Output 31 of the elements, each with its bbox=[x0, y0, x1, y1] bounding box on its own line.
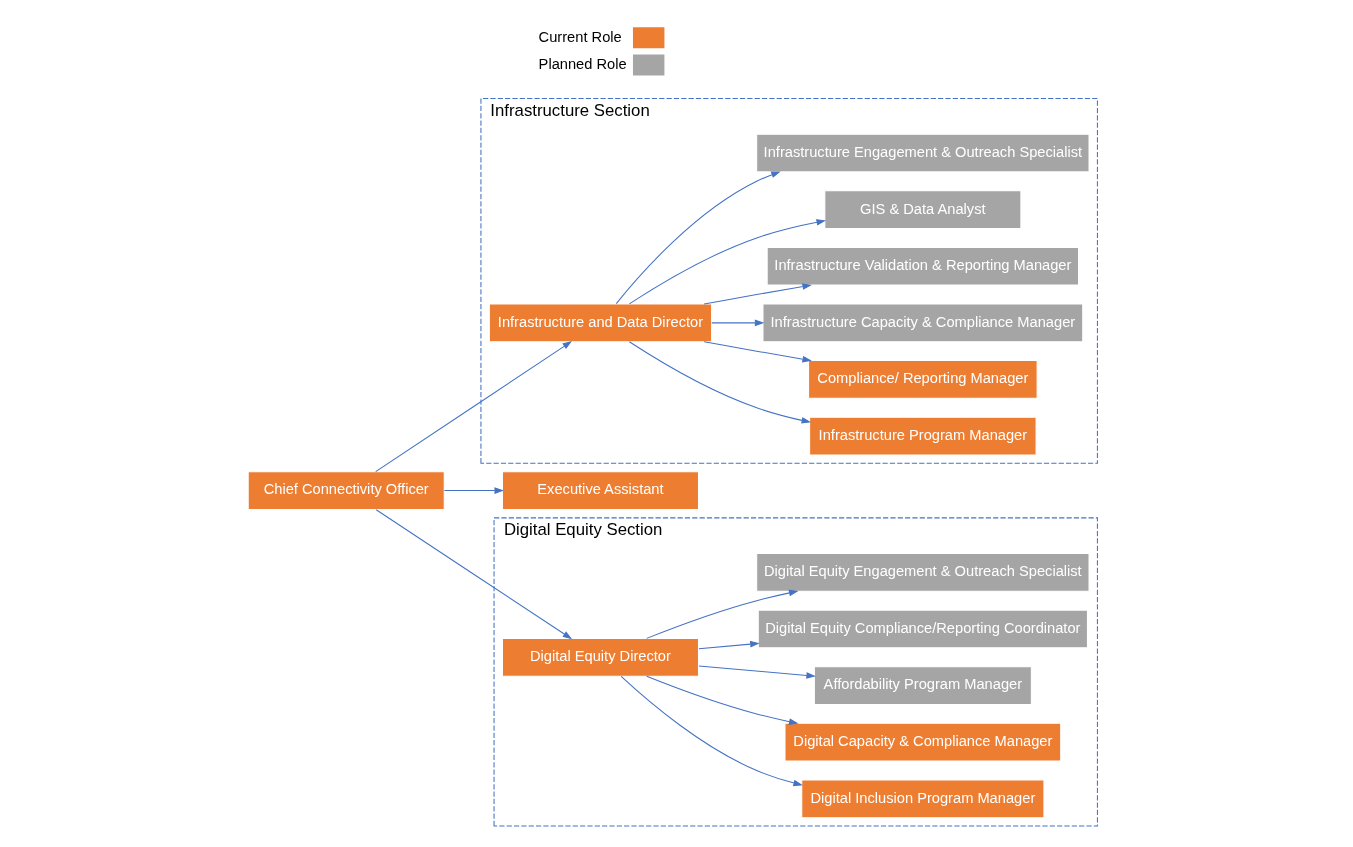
arrow bbox=[375, 509, 572, 640]
legend-label: Planned Role bbox=[538, 55, 627, 72]
node-box: Executive Assistant bbox=[501, 471, 699, 510]
arrow bbox=[645, 589, 798, 639]
node-box: Infrastructure Capacity & Compliance Manager bbox=[761, 303, 1083, 343]
node-box: Affordability Program Manager bbox=[813, 666, 1032, 705]
node-box: Infrastructure Program Manager bbox=[808, 416, 1037, 456]
arrow bbox=[443, 487, 504, 494]
arrow bbox=[710, 319, 764, 327]
node-box: Infrastructure and Data Director bbox=[488, 303, 712, 343]
node-box: GIS & Data Analyst bbox=[823, 190, 1021, 229]
node-box: Digital Equity Director bbox=[501, 637, 699, 677]
node-box: Digital Capacity & Compliance Manager bbox=[783, 722, 1061, 762]
node-box: Digital Equity Engagement & Outreach Specialist bbox=[755, 552, 1090, 592]
arrow bbox=[697, 665, 816, 679]
arrow bbox=[374, 341, 572, 473]
arrow bbox=[620, 675, 803, 787]
node-box: Infrastructure Engagement & Outreach Specialist bbox=[755, 133, 1090, 173]
arrow bbox=[615, 171, 781, 305]
node-box: Compliance/ Reporting Manager bbox=[807, 360, 1038, 399]
legend-label: Current Role bbox=[538, 28, 622, 45]
arrow bbox=[628, 219, 826, 305]
arrow bbox=[645, 675, 798, 725]
arrow bbox=[697, 640, 760, 650]
arrow bbox=[703, 341, 812, 363]
node-box: Chief Connectivity Officer bbox=[247, 471, 445, 510]
node-box: Digital Inclusion Program Manager bbox=[800, 779, 1044, 819]
arrow bbox=[703, 283, 812, 305]
node-box: Digital Equity Compliance/Reporting Coordinator bbox=[757, 609, 1088, 649]
arrow bbox=[628, 341, 811, 424]
node-box: Infrastructure Validation & Reporting Manager bbox=[766, 246, 1079, 286]
